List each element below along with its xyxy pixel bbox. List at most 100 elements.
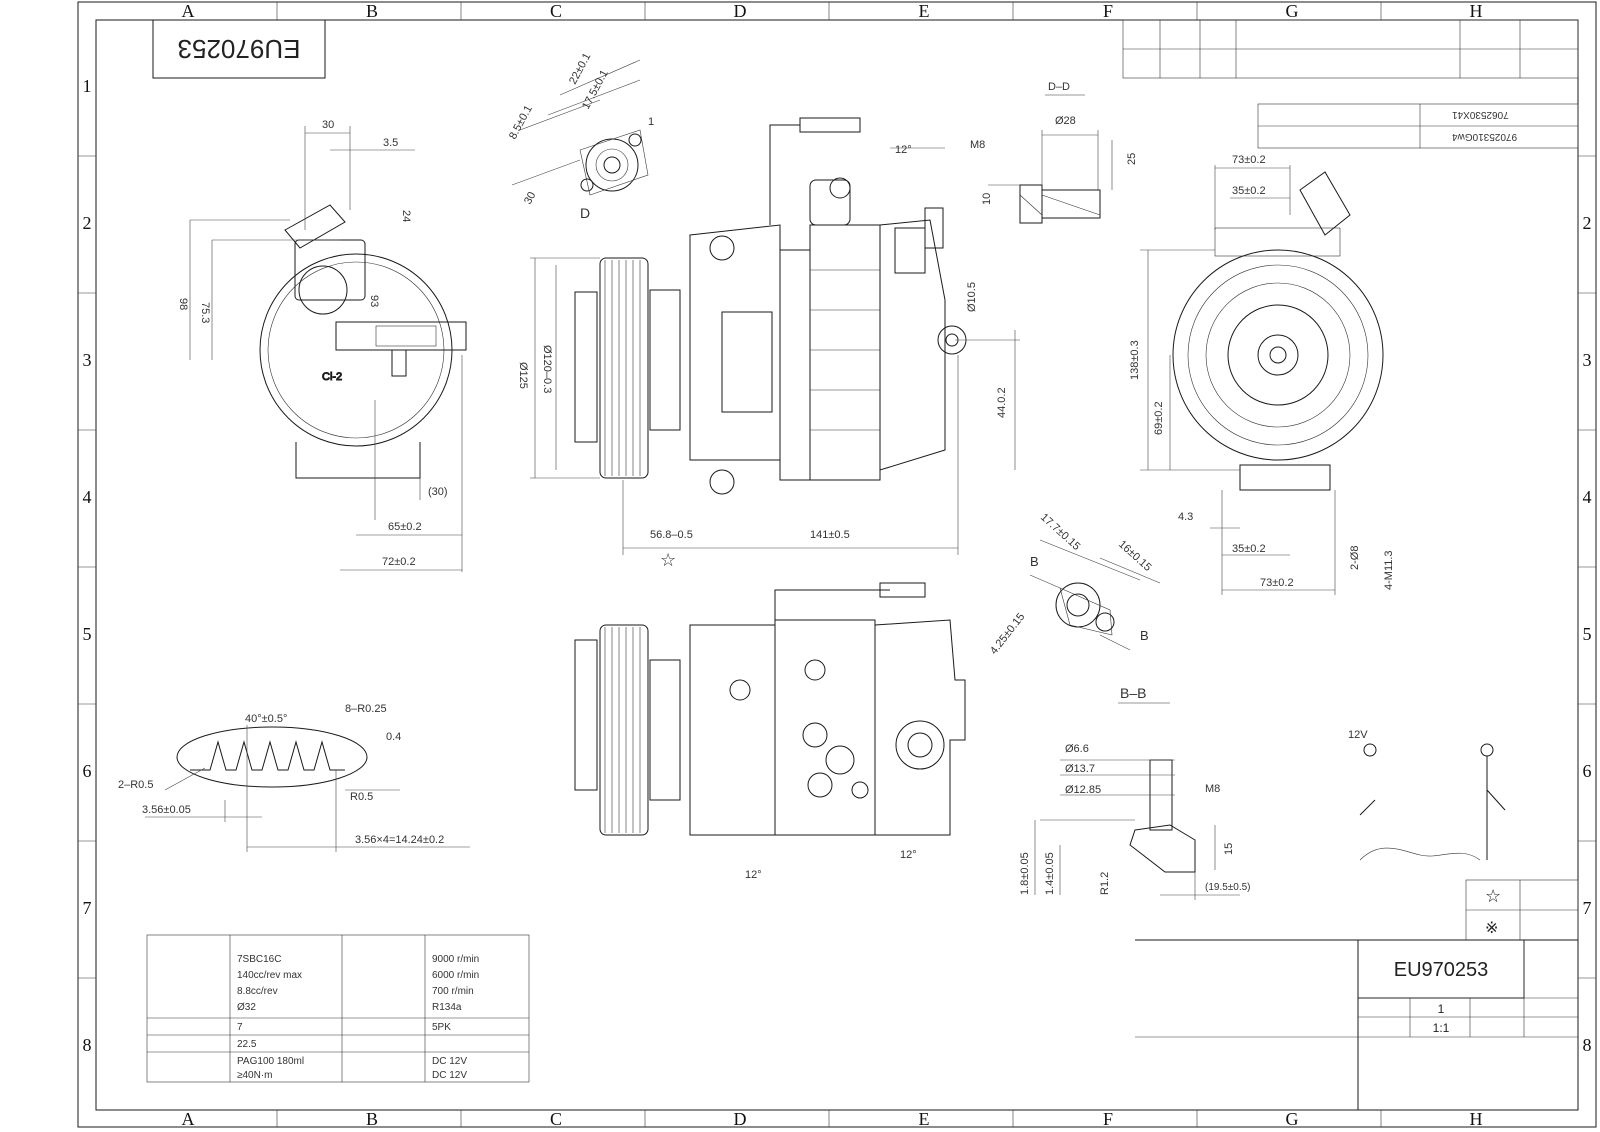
sheet-number: 1 (1438, 1002, 1445, 1016)
dim: 40°±0.5° (245, 713, 287, 725)
port-detail (579, 129, 649, 196)
col-label: H (1470, 1, 1483, 21)
row-label: 5 (83, 624, 92, 644)
dim: (30) (428, 486, 448, 498)
side-view (574, 582, 966, 836)
section-arrow: B (1140, 628, 1149, 643)
star-symbol: ☆ (1485, 886, 1501, 906)
dim: 8.5±0.1 (507, 103, 535, 141)
front-view-dims (530, 147, 1020, 555)
row-label: 6 (1583, 761, 1592, 781)
front-view-dim-labels: Ø125 Ø120–0.3 56.8–0.5 141±0.5 Ø10.5 44.… (517, 144, 1008, 570)
col-label: A (182, 1, 195, 21)
dim: Ø6.6 (1065, 743, 1089, 755)
connector-row: 7062530X41 (1452, 109, 1509, 120)
dim: 3.56×4=14.24±0.2 (355, 834, 444, 846)
front-view (574, 117, 967, 495)
row-label: 3 (1583, 350, 1592, 370)
section-arrow: B (1030, 554, 1039, 569)
spec-table: 7SBC16C 140cc/rev max 8.8cc/rev Ø32 7 22… (146, 934, 530, 1083)
section-label: D–D (1048, 81, 1070, 93)
scale: 1:1 (1433, 1021, 1450, 1035)
col-label: B (366, 1109, 378, 1129)
dim: 4.3 (1178, 511, 1193, 523)
ref-symbol: ※ (1485, 920, 1498, 937)
dim: 35±0.2 (1232, 543, 1266, 555)
col-label: F (1103, 1109, 1113, 1129)
spec-value: DC 12V (432, 1056, 467, 1067)
left-end-view: Cl-2 (259, 204, 467, 479)
dim: 2–R0.5 (118, 779, 153, 791)
dim: 8–R0.25 (345, 703, 387, 715)
dim: 44.0.2 (996, 387, 1008, 418)
spec-value: PAG100 180ml (237, 1056, 304, 1067)
row-label: 7 (83, 898, 92, 918)
col-label: F (1103, 1, 1113, 21)
dim: 1.8±0.05 (1019, 852, 1031, 895)
dim: 1.4±0.05 (1044, 852, 1056, 895)
dim: 25 (1126, 153, 1138, 165)
dim: 22±0.1 (567, 51, 593, 86)
spec-value: ≥40N·m (237, 1070, 273, 1081)
mirrored-part-number: EU970253 (178, 34, 301, 64)
col-label: B (366, 1, 378, 21)
dim: 56.8–0.5 (650, 529, 693, 541)
col-label: A (182, 1109, 195, 1129)
row-label: 3 (83, 350, 92, 370)
mirrored-title-box: EU970253 (152, 19, 326, 79)
spec-value: 7SBC16C (237, 954, 281, 965)
inner-border (95, 19, 1579, 1111)
side-view-labels: 12° 12° (745, 849, 917, 881)
dim: 4.25±0.15 (988, 611, 1028, 657)
dim: R1.2 (1099, 872, 1111, 895)
dim: 141±0.5 (810, 529, 850, 541)
groove-detail: 40°±0.5° 8–R0.25 0.4 2–R0.5 R0.5 3.56±0.… (118, 703, 470, 852)
dim: Ø13.7 (1065, 763, 1095, 775)
dim: 10 (981, 193, 993, 205)
spec-value: 22.5 (237, 1039, 257, 1050)
dim: 73±0.2 (1260, 577, 1294, 589)
port-detail-dim-labels: 22±0.1 17.5±0.1 8.5±0.1 30 1 D (507, 51, 654, 221)
spec-value: Ø32 (237, 1002, 256, 1013)
fitting-detail: Ø6.6 Ø13.7 Ø12.85 M8 15 1.8±0.05 1.4±0.0… (1019, 743, 1251, 900)
grid-columns-top: A B C D E F G H (182, 1, 1483, 21)
dim: 12° (900, 849, 917, 861)
right-end-view (1172, 171, 1384, 491)
row-label: 2 (83, 213, 92, 233)
row-label: 5 (1583, 624, 1592, 644)
dim: 16±0.15 (1116, 538, 1154, 573)
view-tag: Cl-2 (322, 371, 342, 383)
dim: 98 (177, 298, 189, 310)
spec-value: 5PK (432, 1022, 451, 1033)
col-label: H (1470, 1109, 1483, 1129)
dim: 15 (1223, 843, 1235, 855)
spec-value: 8.8cc/rev (237, 986, 278, 997)
dim: 17.5±0.1 (580, 68, 611, 111)
left-view-dim-labels: 30 3.5 24 98 75.3 93 (30) 65±0.2 72±0.2 (177, 119, 448, 568)
dim: M8 (1205, 783, 1220, 795)
dim: 3.56±0.05 (142, 804, 191, 816)
dim: 138±0.3 (1129, 340, 1141, 380)
row-label: 8 (1583, 1035, 1592, 1055)
dim: Ø10.5 (966, 282, 978, 312)
col-label: C (550, 1, 562, 21)
spec-value: 7 (237, 1022, 243, 1033)
spec-value: 140cc/rev max (237, 970, 302, 981)
dim: Ø125 (517, 362, 529, 389)
dim: Ø28 (1055, 115, 1076, 127)
spec-value: 700 r/min (432, 986, 474, 997)
dim: 0.4 (386, 731, 401, 743)
col-label: C (550, 1109, 562, 1129)
row-label: 8 (83, 1035, 92, 1055)
right-view-dim-labels: 73±0.2 35±0.2 138±0.3 69±0.2 4.3 35±0.2 … (1129, 154, 1395, 590)
section-dd: D–D M8 Ø28 25 10 (970, 81, 1138, 224)
dim: 69±0.2 (1153, 401, 1165, 435)
col-label: E (919, 1, 930, 21)
dim: R0.5 (350, 791, 373, 803)
title-block: ☆ ※ EU970253 1 1:1 (1135, 879, 1579, 1110)
revision-table (1122, 19, 1579, 79)
grid-columns-bottom: A B C D E F G H (182, 1109, 1483, 1129)
title-part-number: EU970253 (1394, 959, 1489, 981)
col-label: G (1286, 1109, 1299, 1129)
port-detail-dims (511, 59, 641, 186)
